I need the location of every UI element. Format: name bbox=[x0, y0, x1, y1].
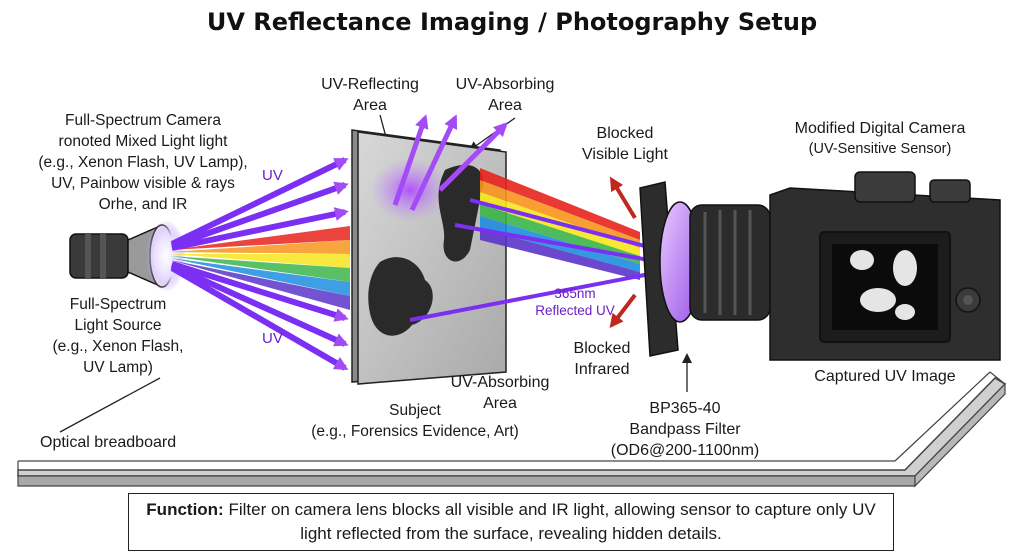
blocked-arrows bbox=[609, 176, 637, 329]
uv-absorbing-stain-bottom bbox=[368, 257, 433, 336]
uv-to-camera bbox=[409, 198, 664, 322]
label-uv-bottom: UV bbox=[262, 330, 283, 347]
label-light-source: Full-Spectrum Light Source (e.g., Xenon … bbox=[52, 296, 184, 376]
label-modified-camera: Modified Digital Camera(UV-Sensitive Sen… bbox=[794, 120, 966, 157]
uv-absorbing-stain-top bbox=[438, 164, 484, 262]
label-uv-top: UV bbox=[262, 167, 283, 184]
optical-breadboard bbox=[17, 371, 1007, 488]
function-description-box: Function: Filter on camera lens blocks a… bbox=[128, 493, 894, 551]
camera-assembly bbox=[639, 171, 1001, 361]
reflected-uv-up bbox=[392, 114, 508, 212]
captured-uv-image-content bbox=[850, 250, 917, 320]
page-title: UV Reflectance Imaging / Photography Set… bbox=[206, 8, 818, 36]
label-full-spectrum-camera: Full-Spectrum Camera ronoted Mixed Light… bbox=[38, 112, 248, 213]
function-label: Function: bbox=[146, 500, 224, 519]
function-text: Filter on camera lens blocks all visible… bbox=[228, 500, 876, 543]
label-captured-image: Captured UV Image bbox=[814, 368, 956, 385]
incident-light bbox=[170, 157, 350, 371]
label-breadboard: Optical breadboard bbox=[40, 434, 177, 451]
label-subject: Subject(e.g., Forensics Evidence, Art) bbox=[311, 402, 519, 440]
subject-panel bbox=[351, 129, 507, 385]
light-source bbox=[69, 220, 186, 292]
